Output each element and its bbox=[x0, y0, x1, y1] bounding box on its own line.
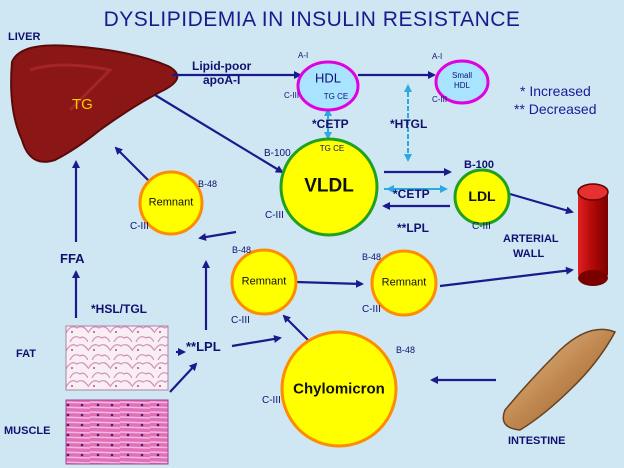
legend-increased: * Increased bbox=[520, 83, 591, 99]
intestine-label: INTESTINE bbox=[508, 435, 566, 447]
apo-b48-remnant-middle: B-48 bbox=[232, 245, 252, 255]
remnant-label-liver: Remnant bbox=[148, 196, 194, 209]
apo-b100-vldl: B-100 bbox=[264, 148, 291, 159]
apo-c3-small-hdl: C-III bbox=[432, 95, 448, 104]
fat-tissue bbox=[65, 325, 169, 391]
arterial-label: ARTERIAL bbox=[503, 233, 559, 245]
ldl-particle bbox=[453, 168, 511, 226]
apo-a1-small-hdl: A-I bbox=[432, 52, 443, 61]
legend-decreased: ** Decreased bbox=[514, 101, 597, 117]
small-hdl-particle bbox=[434, 59, 490, 105]
lipid-poor-label: Lipid-poor bbox=[192, 59, 252, 73]
chylomicron-label: Chylomicron bbox=[293, 380, 385, 398]
remnant-label-middle: Remnant bbox=[241, 275, 287, 288]
hdl-particle bbox=[296, 60, 360, 112]
hdl-label: HDL bbox=[314, 70, 342, 86]
remnant-label-right: Remnant bbox=[381, 276, 427, 289]
remnant-particle-middle bbox=[230, 248, 298, 316]
ffa-label: FFA bbox=[60, 251, 85, 266]
apo-c3-ldl: C-III bbox=[472, 221, 491, 232]
apo-c3-hdl: C-III bbox=[284, 91, 300, 100]
remnant-particle-liver bbox=[138, 170, 204, 236]
apo-b48-remnant-right: B-48 bbox=[362, 252, 382, 262]
vldl-label: VLDL bbox=[304, 175, 354, 197]
apo-b100-ldl: B-100 bbox=[464, 159, 494, 171]
apo-b48-chylomicron: B-48 bbox=[396, 345, 416, 355]
liver-label: LIVER bbox=[8, 31, 41, 43]
muscle-tissue bbox=[65, 399, 169, 465]
apo-c3-remnant-liver: C-III bbox=[130, 221, 149, 232]
apo-c3-remnant-right: C-III bbox=[362, 304, 381, 315]
ldl-label: LDL bbox=[468, 188, 496, 204]
vldl-tg-ce-label: TG CE bbox=[319, 144, 345, 153]
apo-c3-chylomicron: C-III bbox=[262, 395, 281, 406]
diagram-title: DYSLIPIDEMIA IN INSULIN RESISTANCE bbox=[103, 8, 521, 31]
apo-b48-remnant-liver: B-48 bbox=[198, 179, 218, 189]
apoa1-label: apoA-I bbox=[203, 73, 241, 87]
liver-shape bbox=[10, 44, 179, 163]
chylomicron-particle bbox=[280, 330, 398, 448]
cetp-ldl-label: *CETP bbox=[393, 187, 430, 201]
remnant-particle-right bbox=[370, 249, 438, 317]
hdl-tg-ce-label: TG CE bbox=[323, 92, 349, 101]
lpl-ldl-label: **LPL bbox=[397, 221, 430, 235]
apo-a1-hdl: A-I bbox=[298, 51, 309, 60]
apo-c3-vldl: C-III bbox=[265, 210, 284, 221]
small-hdl-label-1: Small bbox=[451, 71, 473, 80]
htgl-label: *HTGL bbox=[390, 117, 428, 131]
vldl-particle bbox=[279, 137, 379, 237]
hsl-tgl-label: *HSL/TGL bbox=[91, 302, 147, 316]
muscle-label: MUSCLE bbox=[4, 425, 51, 437]
apo-c3-remnant-middle: C-III bbox=[231, 315, 250, 326]
fat-label: FAT bbox=[16, 348, 36, 360]
cetp-hdl-label: *CETP bbox=[312, 117, 349, 131]
intestine-shape bbox=[502, 328, 617, 431]
small-hdl-label-2: HDL bbox=[453, 81, 471, 90]
lpl-label: **LPL bbox=[186, 339, 221, 354]
wall-label: WALL bbox=[513, 248, 545, 260]
liver-tg-label: TG bbox=[72, 96, 93, 113]
artery-shape bbox=[578, 192, 608, 278]
